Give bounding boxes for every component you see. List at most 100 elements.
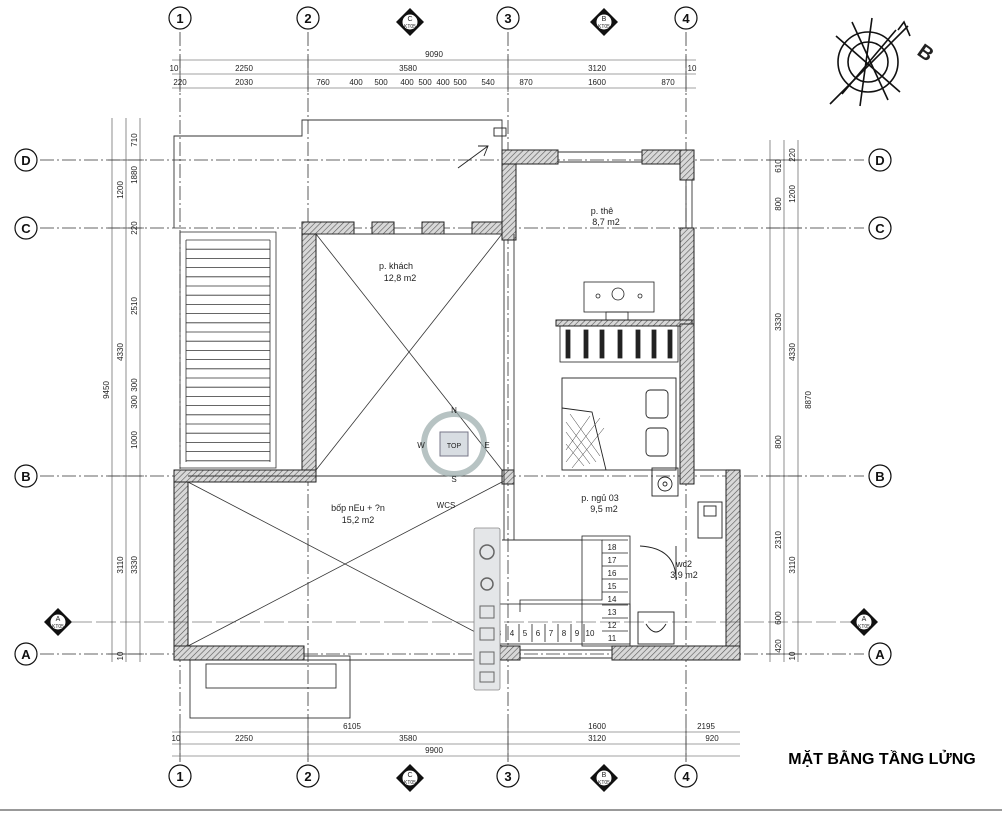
dimension-lines: [108, 56, 802, 760]
room-name-gym: p. thê: [591, 206, 614, 216]
room-name-living: p. khách: [379, 261, 413, 271]
svg-text:KT05: KT05: [598, 780, 610, 786]
svg-text:8870: 8870: [804, 391, 813, 409]
svg-text:A: A: [862, 616, 867, 623]
stair-step-number: 18: [608, 543, 617, 552]
svg-text:C: C: [407, 16, 412, 23]
svg-text:2: 2: [304, 11, 311, 26]
svg-text:3120: 3120: [588, 734, 606, 743]
slab-outline: [173, 119, 503, 719]
void-cross-marks: [187, 233, 503, 647]
svg-text:3: 3: [504, 11, 511, 26]
pan-icon[interactable]: [480, 577, 494, 591]
svg-text:2310: 2310: [774, 531, 783, 549]
room-name-bedroom-3: p. ngủ 03: [581, 493, 619, 503]
stair-step-number: 16: [608, 569, 617, 578]
stair-step-number: 7: [549, 629, 554, 638]
svg-text:300: 300: [130, 395, 139, 409]
room-area-bedroom-3: 9,5 m2: [590, 504, 618, 514]
viewcube-north: N: [451, 406, 457, 415]
drawing-title: MẶT BẰNG TẦNG LỬNG: [788, 749, 975, 768]
viewcube-face: TOP: [447, 443, 462, 450]
left-stair: [179, 231, 277, 469]
svg-text:3580: 3580: [399, 734, 417, 743]
stair-step-number: 13: [608, 608, 617, 617]
stair-step-number: 10: [586, 629, 595, 638]
svg-text:C: C: [21, 221, 31, 236]
zoom-icon[interactable]: [479, 605, 495, 619]
svg-text:3580: 3580: [399, 64, 417, 73]
axis-bubble-4-bottom: 4: [674, 764, 698, 788]
svg-text:500: 500: [418, 78, 432, 87]
svg-text:1200: 1200: [788, 185, 797, 203]
svg-text:10: 10: [170, 64, 179, 73]
svg-text:220: 220: [788, 148, 797, 162]
stair-step-number: 14: [608, 595, 617, 604]
svg-text:220: 220: [173, 78, 187, 87]
axis-bubble-C-right: C: [868, 216, 892, 240]
walls: [173, 149, 741, 661]
svg-text:6105: 6105: [343, 722, 361, 731]
svg-text:D: D: [875, 153, 884, 168]
stair-step-number: 4: [510, 629, 515, 638]
orbit-icon[interactable]: [479, 627, 495, 641]
svg-text:2510: 2510: [130, 297, 139, 315]
svg-text:4330: 4330: [116, 343, 125, 361]
room-labels: p. khách 12,8 m2 p. thê 8,7 m2 bốp nEu +…: [331, 206, 698, 580]
viewcube-east: E: [484, 441, 489, 450]
stair-step-number: 5: [523, 629, 528, 638]
svg-text:B: B: [602, 16, 607, 23]
svg-text:710: 710: [130, 133, 139, 147]
wc-fixtures: [637, 467, 723, 645]
svg-text:B: B: [602, 772, 607, 779]
stair-step-number: 11: [608, 634, 617, 643]
svg-text:9450: 9450: [102, 381, 111, 399]
viewcube-wcs: WCS: [437, 501, 456, 510]
axis-bubble-3-bottom: 3: [496, 764, 520, 788]
svg-text:800: 800: [774, 197, 783, 211]
svg-text:KT05: KT05: [598, 24, 610, 30]
svg-text:2: 2: [304, 769, 311, 784]
svg-text:300: 300: [130, 378, 139, 392]
svg-text:540: 540: [481, 78, 495, 87]
svg-text:C: C: [407, 772, 412, 779]
axis-bubble-1-top: 1: [168, 6, 192, 30]
section-markers: C KT05 B KT05 C KT05 B KT05 A KT05: [44, 8, 878, 792]
axis-bubble-2-bottom: 2: [296, 764, 320, 788]
steering-wheel-icon[interactable]: [479, 544, 495, 560]
axis-bubble-2-top: 2: [296, 6, 320, 30]
axis-bubble-D-left: D: [14, 148, 38, 172]
north-arrow-icon: [829, 17, 911, 107]
svg-text:800: 800: [774, 435, 783, 449]
showmotion-icon[interactable]: [479, 651, 495, 665]
svg-text:KT05: KT05: [858, 624, 870, 630]
svg-text:4: 4: [682, 769, 690, 784]
svg-text:C: C: [875, 221, 885, 236]
section-marker-C-bottom: C KT05: [396, 764, 424, 792]
nav-menu-icon[interactable]: [479, 671, 495, 683]
navigation-bar[interactable]: [473, 527, 501, 691]
svg-text:1200: 1200: [116, 181, 125, 199]
svg-text:610: 610: [774, 159, 783, 173]
room-name-wc2: wc2: [675, 559, 692, 569]
svg-text:4330: 4330: [788, 343, 797, 361]
svg-text:B: B: [21, 469, 30, 484]
svg-text:1600: 1600: [588, 722, 606, 731]
svg-text:9900: 9900: [425, 746, 443, 755]
svg-text:3330: 3330: [130, 556, 139, 574]
svg-text:10: 10: [688, 64, 697, 73]
viewcube[interactable]: TOP N S E W WCS: [417, 406, 489, 510]
svg-text:870: 870: [519, 78, 533, 87]
svg-text:1000: 1000: [130, 431, 139, 449]
svg-text:10: 10: [116, 651, 125, 660]
stair-step-number: 12: [608, 621, 617, 630]
svg-text:400: 400: [436, 78, 450, 87]
svg-text:500: 500: [453, 78, 467, 87]
stair-step-number: 15: [608, 582, 617, 591]
svg-text:3330: 3330: [774, 313, 783, 331]
svg-text:2250: 2250: [235, 734, 253, 743]
axis-bubble-D-right: D: [868, 148, 892, 172]
svg-text:760: 760: [316, 78, 330, 87]
room-area-wc2: 3,9 m2: [670, 570, 698, 580]
